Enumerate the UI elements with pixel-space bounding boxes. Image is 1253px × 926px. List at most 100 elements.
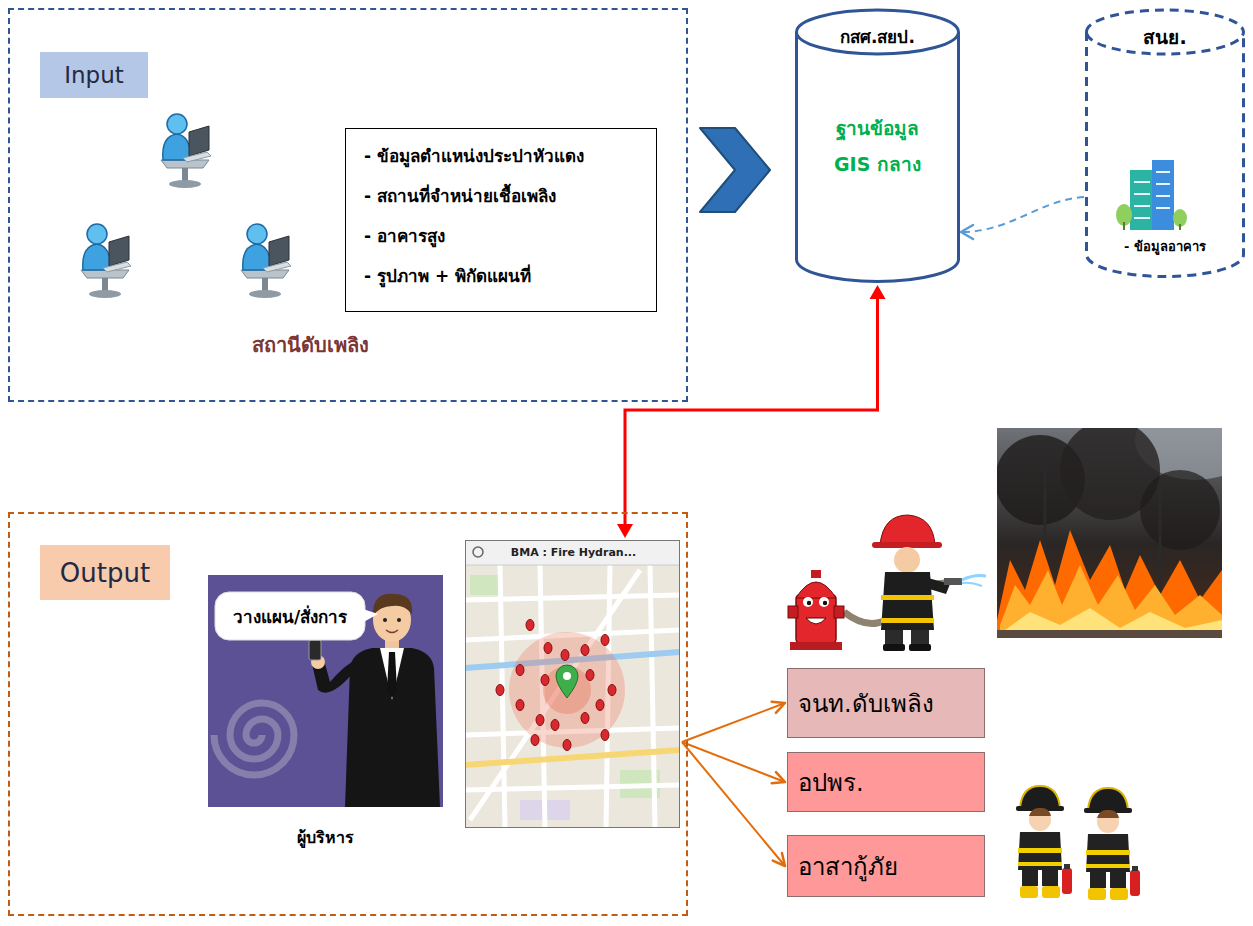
building-icon: [1152, 160, 1174, 230]
orange-line: [682, 742, 785, 866]
map-illustration: [465, 595, 680, 600]
map-illustration: [470, 575, 498, 595]
map-illustration: [581, 645, 589, 656]
hydrant-firefighter-illustration: [911, 630, 929, 646]
hydrant-firefighter-illustration: [881, 618, 934, 623]
output-region: Output วางแผน/สั่งการผู้บริหาร BMA : Fire …: [8, 512, 688, 916]
list-item: - รูปภาพ + พิกัดแผนที่: [364, 256, 638, 296]
hydrant-firefighter-illustration: [883, 644, 905, 651]
region-text: Output: [60, 558, 150, 588]
cylinder-outline: [1085, 10, 1245, 278]
map-illustration: [470, 570, 640, 820]
region-text: Input: [64, 62, 124, 88]
map-illustration: [561, 650, 569, 661]
dispatch-arrow: [682, 742, 785, 866]
database-text: ฐานข้อมูล GIS กลาง: [834, 117, 921, 175]
cylinder-top: [797, 10, 959, 54]
hydrant-firefighter-illustration: [796, 594, 836, 644]
executive-illustration: [214, 703, 294, 775]
map-illustration: [465, 750, 680, 765]
user-icons: [81, 114, 291, 298]
source-text: - ข้อมูลอาคาร: [1124, 239, 1206, 254]
map-illustration: [586, 670, 594, 681]
map-title: BMA : Fire Hydran...: [511, 546, 636, 559]
executive-illustration: [345, 648, 440, 807]
source-title: สนย.: [1085, 25, 1245, 49]
output-tag: Output: [40, 545, 170, 600]
map-illustration: [650, 565, 655, 828]
source-info: - ข้อมูลอาคาร: [1085, 238, 1245, 256]
list-box: - ข้อมูลตำแหน่งประปาหัวแดง- สถานที่จำหน่…: [345, 128, 657, 312]
cylinder-body: [1087, 32, 1244, 277]
flow-chevron: [700, 128, 770, 212]
dashed-link: [961, 197, 1084, 239]
map-illustration: [465, 540, 680, 565]
chevron-shape: [700, 128, 770, 212]
map-illustration: [563, 740, 571, 751]
map-illustration: [608, 685, 616, 696]
firefighter-figure: [1084, 788, 1140, 900]
hydrant-firefighter-illustration: [881, 595, 934, 600]
dashed-curve: [961, 197, 1084, 232]
database-label: ฐานข้อมูล GIS กลาง: [817, 110, 938, 182]
hydrant-firefighter-illustration: [881, 572, 934, 630]
hydrant-firefighter-illustration: [788, 515, 986, 651]
fire-photo: [997, 428, 1222, 638]
dispatch-arrow: [682, 742, 785, 783]
map-illustration: [465, 785, 680, 790]
executive-illustration: [208, 575, 443, 807]
executive-illustration: [360, 608, 378, 624]
building-icon: [1179, 224, 1181, 230]
firefighter-figure: [1016, 786, 1072, 898]
user-icon: [161, 114, 211, 188]
map-illustration: [509, 632, 625, 748]
role-name: อาสากู้ภัย: [798, 847, 898, 886]
map-illustration: [465, 565, 680, 828]
database-cylinder: กสศ.สยป. ฐานข้อมูล GIS กลาง: [795, 10, 960, 283]
firefighters-illustration: [1016, 786, 1140, 900]
map-screen: BMA : Fire Hydran...: [465, 540, 680, 828]
executive-illustration: [397, 618, 401, 622]
hydrant-firefighter-illustration: [803, 597, 813, 607]
input-tag: Input: [40, 52, 148, 98]
hydrant-firefighter-illustration: [885, 630, 903, 646]
building-icon: [1156, 207, 1170, 209]
user-icon: [241, 224, 291, 298]
hydrant-firefighter-illustration: [823, 601, 827, 605]
user-icon: [81, 224, 131, 298]
building-icon: [1130, 170, 1154, 230]
map-illustration: [563, 672, 571, 680]
building-icon: [1134, 205, 1150, 207]
hydrant-firefighter-illustration: [811, 570, 821, 578]
building-icon: [1116, 160, 1187, 230]
map-illustration: [536, 715, 544, 726]
executive-illustration: [386, 630, 398, 633]
database-text: กสศ.สยป.: [840, 27, 915, 47]
arrow-head: [772, 772, 785, 783]
source-cylinder: สนย. - ข้อมูลอาคาร: [1085, 10, 1245, 278]
building-icon: [1123, 222, 1125, 230]
hydrant-firefighter-illustration: [819, 597, 829, 607]
building-icon: [1134, 217, 1150, 219]
hydrant-firefighter-illustration: [806, 618, 826, 624]
executive-illustration: [208, 575, 443, 807]
executive-text: วางแผน/สั่งการ: [233, 603, 347, 630]
building-icon: [1134, 193, 1150, 195]
executive-illustration: [309, 640, 321, 660]
fire-photo: [997, 530, 1222, 638]
hydrant-firefighter-illustration: [796, 582, 836, 598]
hydrant-firefighter-illustration: [834, 606, 844, 618]
fire-photo: [997, 630, 1222, 638]
executive-panel: วางแผน/สั่งการผู้บริหาร: [208, 575, 443, 807]
executive-illustration: [383, 618, 387, 622]
hydrant-firefighter-illustration: [807, 601, 811, 605]
hydrant-firefighter-illustration: [944, 578, 962, 585]
map-illustration: [544, 643, 552, 654]
building-icon: [1156, 171, 1170, 173]
red-line: [625, 297, 878, 526]
map-illustration: [516, 700, 524, 711]
map-illustration: [500, 565, 505, 828]
fire-photo: [1140, 470, 1220, 550]
map-illustration: [473, 547, 483, 557]
